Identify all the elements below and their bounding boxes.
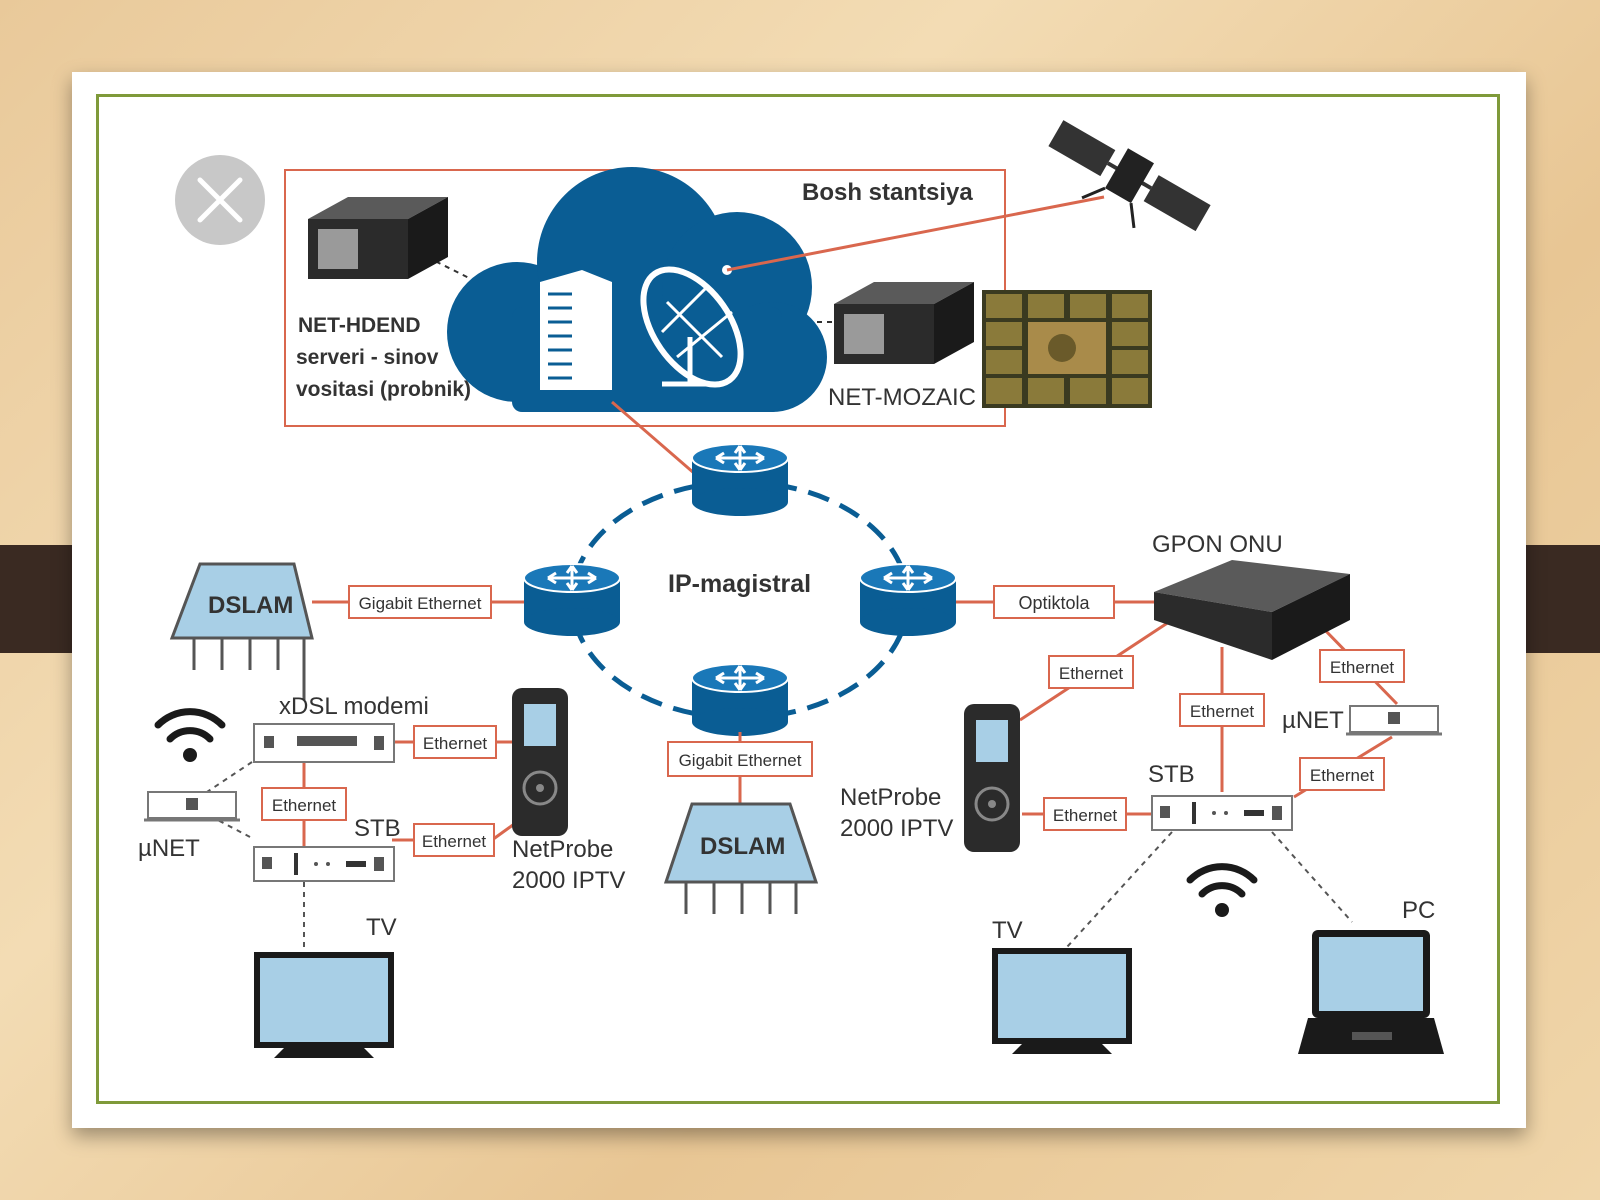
center-dslam-icon xyxy=(663,802,819,914)
svg-text:Ethernet: Ethernet xyxy=(423,734,488,753)
center-dslam-label: DSLAM xyxy=(700,833,785,860)
svg-text:Ethernet: Ethernet xyxy=(1053,806,1118,825)
satellite-link xyxy=(726,195,1105,272)
left-stb-icon xyxy=(253,846,395,882)
net-mozaic-server-icon xyxy=(834,282,974,364)
net-hdend-server-icon xyxy=(308,197,448,279)
left-netprobe-icon xyxy=(510,686,570,838)
net-mozaic-label: NET-MOZAIC xyxy=(828,384,976,411)
left-wifi-icon xyxy=(158,712,222,762)
svg-text:Ethernet: Ethernet xyxy=(1059,664,1124,683)
left-unet-icon xyxy=(142,790,242,822)
left-modem-probe-ethernet-tag: Ethernet xyxy=(413,725,497,759)
left-tv-icon xyxy=(254,952,394,1058)
right-probe-stb-ethernet-tag: Ethernet xyxy=(1043,797,1127,831)
right-onu-unet-ethernet-tag: Ethernet xyxy=(1319,649,1405,683)
gpon-onu-icon xyxy=(1154,560,1350,660)
network-diagram: Bosh stantsiya xyxy=(138,120,1444,1058)
right-tv-icon xyxy=(992,948,1132,1054)
net-hdend-label: NET-HDEND serveri - sinov vositasi (prob… xyxy=(296,314,471,401)
xdsl-modem-icon xyxy=(253,723,395,763)
svg-text:Ethernet: Ethernet xyxy=(1310,766,1375,785)
left-gigabit-ethernet-tag: Gigabit Ethernet xyxy=(348,585,492,619)
right-wifi-icon xyxy=(1190,867,1254,917)
right-tv-label: TV xyxy=(992,917,1023,944)
left-modem-stb-ethernet-tag: Ethernet xyxy=(261,787,347,821)
right-unet-icon xyxy=(1344,704,1444,736)
router-top-icon xyxy=(690,442,790,518)
svg-text:Ethernet: Ethernet xyxy=(422,832,487,851)
router-right-icon xyxy=(858,562,958,638)
laptop-icon xyxy=(1298,930,1444,1054)
left-tv-label: TV xyxy=(366,914,397,941)
slide-frame xyxy=(96,94,1500,1104)
left-stb-label: STB xyxy=(354,815,401,842)
close-icon[interactable] xyxy=(175,155,265,245)
xdsl-modem-label: xDSL modemi xyxy=(279,693,429,720)
svg-text:Ethernet: Ethernet xyxy=(272,796,337,815)
left-stb-probe-ethernet-tag: Ethernet xyxy=(413,823,495,857)
center-gigabit-ethernet-tag: Gigabit Ethernet xyxy=(667,741,813,777)
left-dslam-icon xyxy=(169,562,314,700)
svg-text:Gigabit Ethernet: Gigabit Ethernet xyxy=(679,751,802,770)
left-unet-label: µNET xyxy=(138,835,200,862)
slide-card: Bosh stantsiya xyxy=(72,72,1526,1128)
left-dslam-label: DSLAM xyxy=(208,592,293,619)
pc-label: PC xyxy=(1402,897,1435,924)
svg-text:Ethernet: Ethernet xyxy=(1330,658,1395,677)
router-left-icon xyxy=(522,562,622,638)
right-stb-icon xyxy=(1151,795,1293,831)
right-stb-label: STB xyxy=(1148,761,1195,788)
right-netprobe-icon xyxy=(962,702,1022,854)
right-onu-stb-ethernet-tag: Ethernet xyxy=(1179,693,1265,727)
gpon-onu-label: GPON ONU xyxy=(1152,531,1283,558)
right-optiktola-tag: Optiktola xyxy=(993,585,1115,619)
svg-text:Gigabit Ethernet: Gigabit Ethernet xyxy=(359,594,482,613)
svg-text:Ethernet: Ethernet xyxy=(1190,702,1255,721)
right-probe-onu-ethernet-tag: Ethernet xyxy=(1048,655,1134,689)
right-unet-stb-ethernet-tag: Ethernet xyxy=(1299,757,1385,791)
satellite-dish-icon xyxy=(640,265,744,388)
svg-text:Optiktola: Optiktola xyxy=(1018,593,1090,613)
left-netprobe-label: NetProbe 2000 IPTV xyxy=(512,836,625,894)
cloud-icon xyxy=(447,167,827,412)
ip-backbone-label: IP-magistral xyxy=(668,570,811,598)
head-end-title: Bosh stantsiya xyxy=(802,179,973,206)
mosaic-thumbnails xyxy=(982,290,1152,408)
router-bottom-icon xyxy=(690,662,790,738)
satellite-icon xyxy=(1048,120,1211,232)
right-unet-label: µNET xyxy=(1282,707,1344,734)
headend-server-icon xyxy=(540,270,612,390)
right-netprobe-label: NetProbe 2000 IPTV xyxy=(840,784,953,842)
